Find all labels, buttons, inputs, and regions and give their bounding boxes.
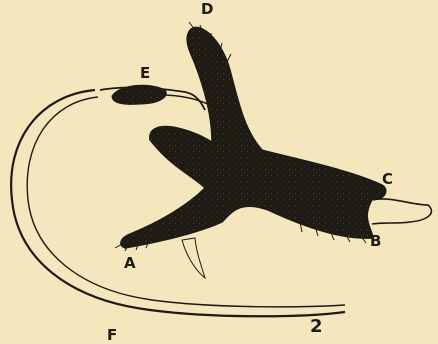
foot-c (372, 199, 431, 224)
membrane (182, 238, 205, 278)
label-f: F (107, 328, 117, 343)
label-c: C (382, 172, 393, 187)
starfish-body (121, 27, 386, 248)
label-b: B (370, 234, 381, 249)
figure-number: 2 (310, 318, 323, 336)
label-e: E (140, 66, 150, 81)
label-d: D (201, 2, 213, 17)
label-a: A (124, 256, 136, 271)
